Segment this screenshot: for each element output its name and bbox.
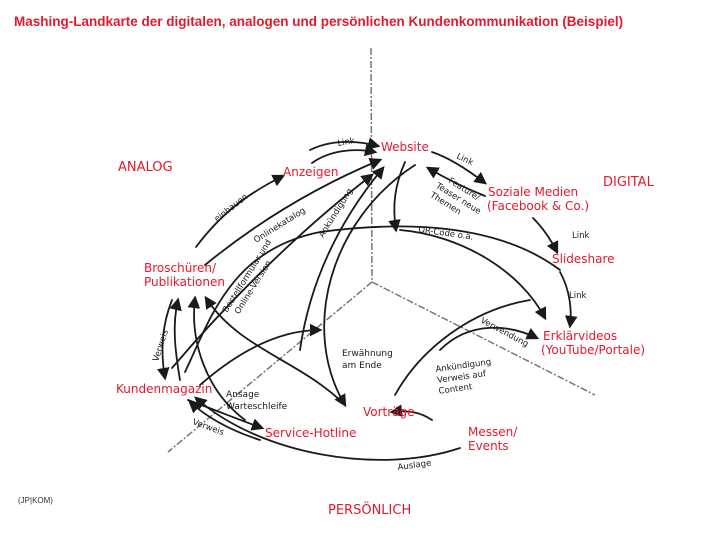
- edge-onlinekatalog: [204, 158, 383, 266]
- page-title: Mashing-Landkarte der digitalen, analoge…: [14, 14, 624, 29]
- node-service-hotline: Service-Hotline: [265, 426, 356, 440]
- edge-vortraege-broschueren: [204, 295, 346, 406]
- edge-soziale-website: [425, 166, 486, 197]
- edge-kunden-broschueren: [169, 297, 182, 381]
- edges: [157, 137, 578, 461]
- edge-website-vortraege: [323, 164, 416, 408]
- label-ankuendigung-verweis: Ankündigung Verweis auf Content: [435, 357, 498, 397]
- edge-verweis-1: [157, 299, 173, 381]
- node-broschueren: Broschüren/ Publikationen: [144, 261, 225, 289]
- label-link-1: Link: [337, 136, 356, 149]
- edge-messen-vortraege: [389, 404, 433, 421]
- label-ansage: Ansage Warteschleife: [226, 390, 288, 412]
- node-kundenmagazin: Kundenmagazin: [116, 382, 212, 396]
- edge-soziale-slideshare: [532, 217, 559, 255]
- node-messen: Messen/ Events: [468, 425, 521, 453]
- edge-bestellformular: [171, 173, 375, 369]
- axis-label-digital: DIGITAL: [603, 175, 655, 190]
- label-link-2: Link: [455, 152, 475, 168]
- axis-digital-persoenlich: [371, 281, 596, 396]
- edge-messen-up: [394, 299, 531, 396]
- edge-verwendung: [439, 326, 540, 351]
- node-anzeigen: Anzeigen: [283, 165, 338, 179]
- label-auslage: Auslage: [397, 458, 432, 473]
- footer-brand: (JP|KOM): [18, 496, 53, 505]
- edge-qr-erklaervideos: [399, 229, 547, 321]
- axis-analog-persoenlich: [167, 281, 373, 453]
- edge-website-soziale: [431, 151, 488, 185]
- edge-big-arc: [184, 225, 561, 373]
- label-link-4: Link: [569, 291, 586, 301]
- edge-auslage: [194, 396, 461, 461]
- node-website: Website: [381, 140, 429, 154]
- label-link-3: Link: [572, 231, 589, 241]
- node-soziale-medien: Soziale Medien (Facebook & Co.): [487, 185, 589, 213]
- edge-slideshare-erklaervideos: [559, 271, 578, 329]
- label-erwaehnung: Erwähnung am Ende: [342, 349, 396, 371]
- label-einbauen: einbauen: [213, 192, 250, 224]
- edge-ankuendigung: [299, 166, 385, 351]
- axis-label-persoenlich: PERSÖNLICH: [328, 501, 411, 518]
- edge-link-top: [309, 137, 381, 151]
- label-verweis-2: Verweis: [191, 417, 226, 438]
- edge-website-down: [388, 161, 406, 233]
- node-slideshare: Slideshare: [552, 252, 615, 266]
- edge-einbauen: [195, 174, 286, 248]
- axis-label-analog: ANALOG: [118, 160, 173, 175]
- node-erklaervideos: Erklärvideos (YouTube/Portale): [541, 329, 645, 357]
- edge-ansage: [187, 295, 246, 421]
- axis-vertical: [370, 47, 373, 283]
- node-vortraege: Vorträge: [363, 405, 415, 419]
- label-verweis-1: Verweis: [151, 328, 171, 363]
- edge-anzeigen-website: [311, 143, 378, 164]
- edge-kunden-arc: [199, 323, 323, 386]
